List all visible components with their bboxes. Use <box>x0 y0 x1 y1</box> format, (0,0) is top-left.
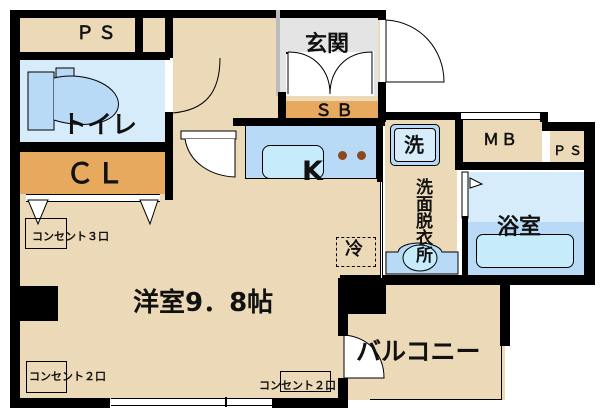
wall <box>381 112 461 120</box>
kitchen-label: K <box>302 156 323 187</box>
window-mb <box>460 112 540 120</box>
entrance-door-swing-icon <box>286 51 374 96</box>
balcony-label: バルコニー <box>356 337 481 366</box>
toilet-label: トイレ <box>62 110 138 139</box>
western-room-label: 洋室9．8帖 <box>133 288 274 318</box>
entrance-label: 玄関 <box>305 32 350 57</box>
wall <box>500 278 510 346</box>
outlet-marker <box>25 218 67 249</box>
wall <box>10 52 170 60</box>
wall <box>276 10 280 96</box>
closet-label: ＣＬ <box>66 157 127 190</box>
closet-door-swing-icon <box>27 199 159 226</box>
wall <box>378 82 386 122</box>
wall <box>10 10 20 408</box>
stove-burner-icon <box>357 151 366 160</box>
closet-door-track <box>26 194 160 202</box>
pipe-space-top-label: ＰＳ <box>76 23 120 44</box>
front-door-swing-icon <box>385 19 445 83</box>
wall <box>378 10 386 20</box>
washbasin-icon <box>385 242 459 275</box>
washing-machine-inner <box>394 128 436 162</box>
outlet-label: コンセント２口 <box>259 379 336 392</box>
wall <box>165 112 173 200</box>
wall <box>10 398 110 408</box>
outlet-marker <box>280 371 331 392</box>
wall <box>584 122 595 284</box>
kitchen-sink <box>262 145 324 179</box>
wall <box>272 398 347 408</box>
pipe-space-top <box>60 18 135 52</box>
outlet-marker <box>26 361 67 393</box>
wall <box>135 18 143 52</box>
washroom-label: 洗面脱衣所 <box>412 178 432 263</box>
wall <box>455 120 463 168</box>
wall <box>377 122 383 182</box>
meter-box <box>458 120 542 162</box>
wall <box>233 118 385 126</box>
wall <box>455 162 595 170</box>
meter-box-label: ＭＢ <box>483 130 520 149</box>
balcony-rail <box>370 298 502 400</box>
wall <box>338 278 348 336</box>
window-bottom <box>111 398 273 406</box>
window-divider <box>225 397 227 407</box>
wall <box>462 216 468 280</box>
room-door-swing-icon <box>180 130 237 178</box>
wall <box>10 10 385 18</box>
pipe-space-right <box>550 131 584 163</box>
shoe-box-label: ＳＢ <box>315 101 357 121</box>
outlet-label: コンセント３口 <box>32 230 109 243</box>
closet <box>20 152 165 194</box>
toilet-door-swing-icon <box>165 57 221 114</box>
balcony-door-swing-icon <box>343 334 385 379</box>
wall <box>10 142 170 152</box>
shoe-box <box>286 101 380 123</box>
wall <box>542 122 595 131</box>
wall <box>340 275 595 285</box>
wall <box>278 92 286 124</box>
pipe-space-right-label: ＰＳ <box>553 144 586 159</box>
toilet-fixture-icon <box>27 67 119 131</box>
wall <box>540 112 548 122</box>
washing-machine-label: 洗 <box>404 133 424 157</box>
outlet-label: コンセント２口 <box>29 370 106 383</box>
sliding-partition <box>380 182 383 278</box>
pipe-space-top-b <box>143 18 165 52</box>
bathroom-label: 浴室 <box>497 215 542 240</box>
wall <box>165 18 173 58</box>
refrigerator-label: 冷 <box>345 239 363 260</box>
stove-burner-icon <box>338 151 347 160</box>
wall <box>338 378 348 408</box>
bath-door-icon <box>461 171 484 219</box>
wall <box>20 286 58 321</box>
bathtub <box>476 234 574 268</box>
refrigerator-space <box>336 237 376 267</box>
